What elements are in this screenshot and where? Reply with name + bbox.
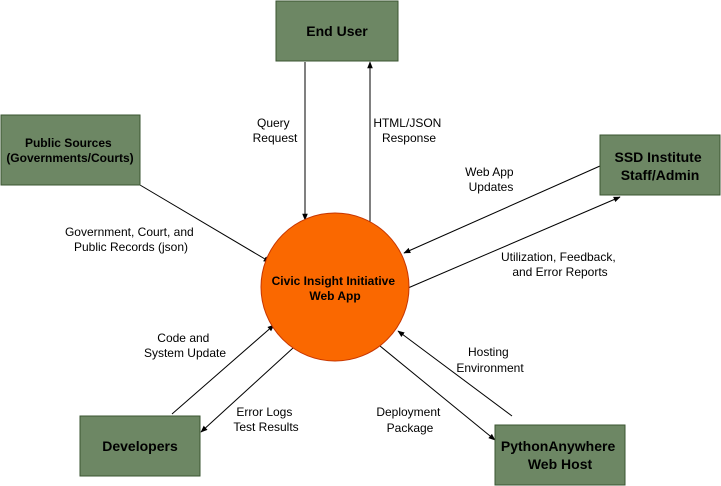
edge-label-web-app-updates: Web App Updates <box>465 165 517 194</box>
node-label-line: (Governments/Courts) <box>6 151 133 165</box>
edge-label-line: Error Logs <box>236 405 292 419</box>
node-box <box>494 424 626 486</box>
node-label-line: Civic Insight Initiative <box>272 274 396 288</box>
edge-label-public-records: Government, Court, and Public Records (j… <box>65 225 197 254</box>
edge-utilization-reports <box>407 196 621 289</box>
node-label: Civic Insight Initiative Web App <box>272 274 399 303</box>
node-ssd-staff: SSD Institute Staff/Admin <box>599 134 721 196</box>
edge-label-line: System Update <box>144 346 226 360</box>
edge-label-line: Public Records (json) <box>74 240 188 254</box>
node-box <box>79 415 201 477</box>
edge-code-system-update <box>171 324 275 415</box>
edge-public-records <box>139 184 271 263</box>
edge-label-line: Request <box>253 131 298 145</box>
edge-label-line: and Error Reports <box>512 265 607 279</box>
edge-label-line: Government, Court, and <box>65 225 194 239</box>
edge-label-line: Web App <box>465 165 514 179</box>
edge-label-utilization-reports: Utilization, Feedback, and Error Reports <box>501 250 619 279</box>
edge-label-error-logs: Error Logs Test Results <box>233 405 298 434</box>
edge-label-hosting-environment: Hosting Environment <box>456 345 524 375</box>
edge-label-deployment-package: Deployment Package <box>376 405 443 435</box>
node-end-user: End User <box>275 0 399 62</box>
node-label-line: Public Sources <box>25 136 112 150</box>
edge-label-line: Utilization, Feedback, <box>501 250 616 264</box>
edge-deployment-package <box>379 345 496 441</box>
edge-label-query-request: Query Request <box>253 116 298 145</box>
edge-label-code-system-update: Code and System Update <box>144 331 226 360</box>
node-label-line: SSD Institute <box>614 149 701 165</box>
edge-label-line: Package <box>387 421 434 435</box>
edge-label-line: Hosting <box>468 345 509 359</box>
node-label-line: Web Host <box>528 456 593 472</box>
node-box <box>599 134 721 196</box>
node-developers: Developers <box>79 415 201 477</box>
edge-error-logs <box>200 347 294 433</box>
edge-label-line: Environment <box>456 361 524 375</box>
node-pythonanywhere: PythonAnywhere Web Host <box>494 424 626 486</box>
edge-label-html-json-response: HTML/JSON Response <box>373 116 444 145</box>
edge-label-line: Updates <box>469 180 514 194</box>
node-public-sources: Public Sources (Governments/Courts) <box>0 114 141 186</box>
node-label-line: Web App <box>309 289 360 303</box>
node-box <box>0 114 141 186</box>
edge-web-app-updates <box>403 165 601 254</box>
node-web-app: Civic Insight Initiative Web App <box>260 212 410 362</box>
node-label: Public Sources (Governments/Courts) <box>6 136 133 165</box>
node-label-line: Staff/Admin <box>621 167 700 183</box>
node-box <box>275 0 399 62</box>
edge-label-line: HTML/JSON <box>373 116 441 130</box>
node-label-line: PythonAnywhere <box>501 438 616 454</box>
edge-label-line: Query <box>257 116 290 130</box>
edge-label-line: Deployment <box>376 405 441 419</box>
node-label: SSD Institute Staff/Admin <box>614 149 705 183</box>
edge-label-line: Response <box>382 131 436 145</box>
node-label: Developers <box>102 438 178 454</box>
node-label: End User <box>306 23 368 39</box>
node-label: PythonAnywhere Web Host <box>501 438 619 472</box>
edge-label-line: Code and <box>157 331 209 345</box>
edge-label-line: Test Results <box>233 420 298 434</box>
edge-hosting-environment <box>397 330 513 417</box>
hub-circle <box>260 212 410 362</box>
